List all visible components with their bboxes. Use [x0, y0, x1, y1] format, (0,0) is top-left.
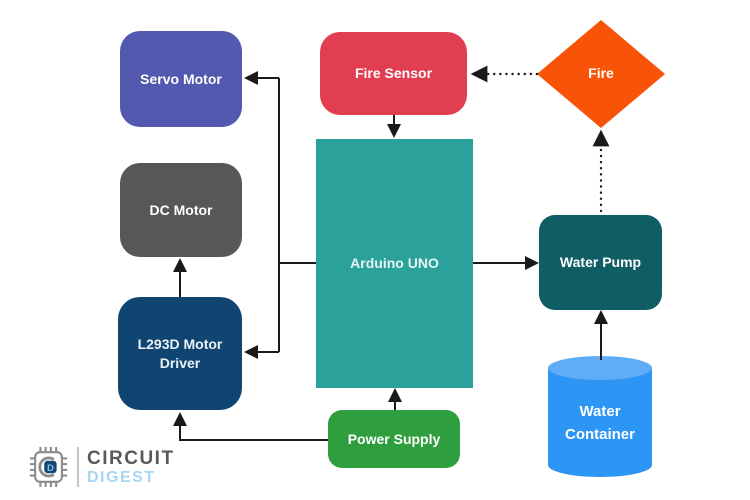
l293d-label: L293D Motor Driver	[138, 335, 223, 373]
power-supply-label: Power Supply	[347, 430, 441, 447]
logo-wordmark: CIRCUIT DIGEST	[87, 449, 175, 486]
svg-text:D: D	[47, 463, 54, 474]
fire-label: Fire	[588, 65, 614, 81]
node-dc-motor: DC Motor	[120, 163, 242, 257]
arduino-uno-label: Arduino UNO	[350, 255, 439, 272]
water-container-label-line2: Container	[564, 425, 635, 443]
node-fire-sensor: Fire Sensor	[320, 32, 467, 115]
edge-powersupply-to-l293d	[173, 412, 328, 441]
circuitdigest-logo: D CIRCUIT DIGEST	[28, 444, 175, 490]
l293d-label-line2: Driver	[159, 354, 201, 371]
water-container-shape	[548, 356, 652, 477]
water-pump-label: Water Pump	[559, 254, 642, 271]
logo-text-digest: DIGEST	[87, 468, 156, 486]
logo-text-circuit: CIRCUIT	[87, 447, 175, 469]
logo-divider	[77, 447, 79, 487]
edge-arduino-branch-line	[278, 78, 316, 352]
fire-diamond-shape	[537, 20, 665, 128]
water-container-label: Water Container	[548, 401, 652, 446]
l293d-label-line1: L293D Motor	[137, 335, 223, 352]
node-l293d-motor-driver: L293D Motor Driver	[118, 297, 242, 410]
dc-motor-label: DC Motor	[149, 201, 213, 218]
node-arduino-uno: Arduino UNO	[316, 139, 473, 388]
node-power-supply: Power Supply	[328, 410, 460, 468]
node-water-pump: Water Pump	[539, 215, 662, 310]
node-servo-motor: Servo Motor	[120, 31, 242, 127]
fire-sensor-label: Fire Sensor	[354, 65, 433, 82]
water-container-label-line1: Water	[579, 403, 621, 420]
circuit-digest-chip-icon: D	[29, 446, 68, 488]
servo-motor-label: Servo Motor	[140, 70, 222, 87]
